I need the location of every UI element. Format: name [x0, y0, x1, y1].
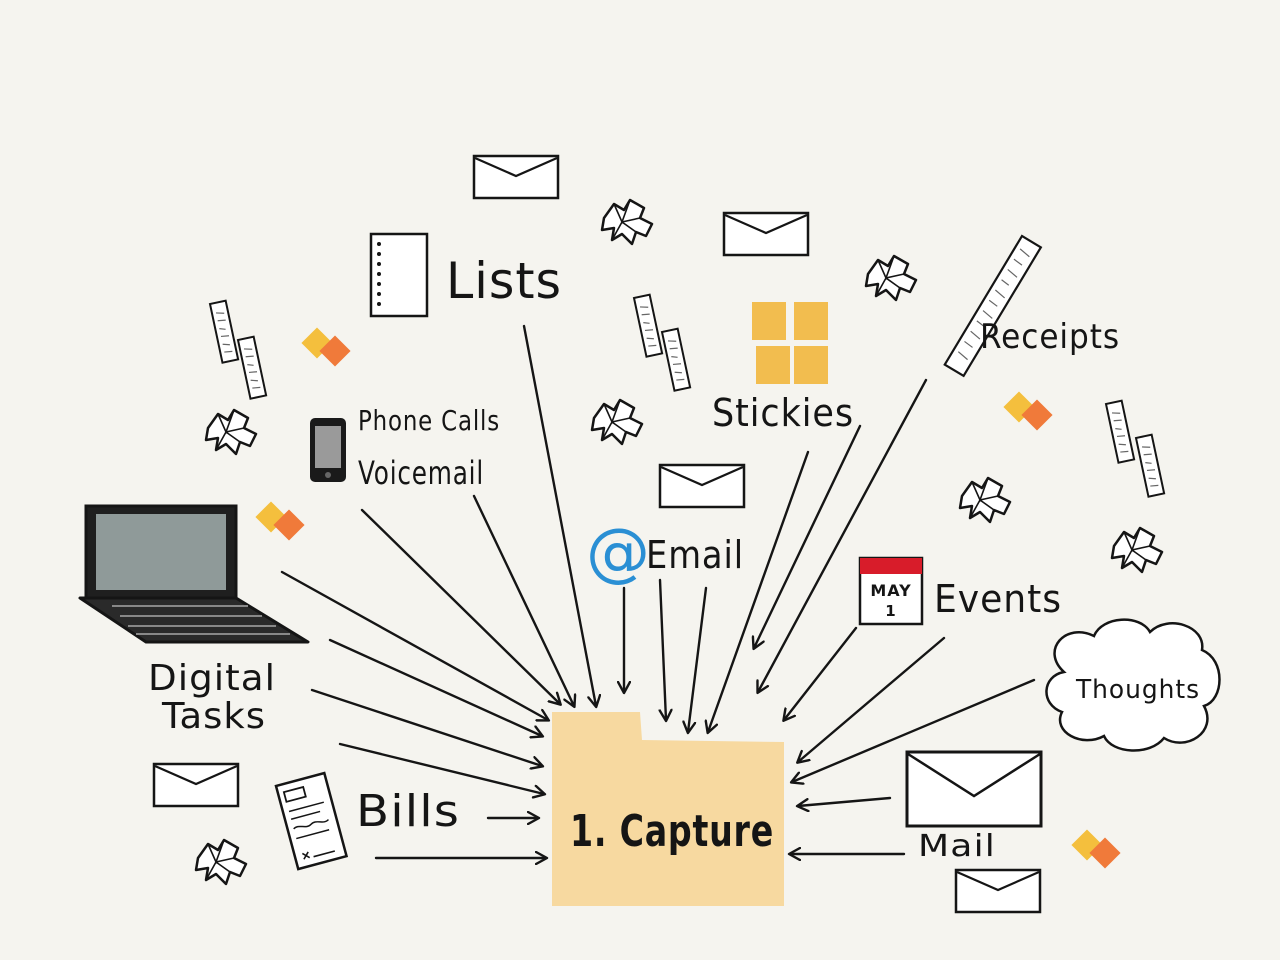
envelope-icon — [658, 463, 746, 509]
mail-label: Mail — [918, 829, 996, 864]
crumpled-paper-icon — [590, 398, 644, 446]
calendar-icon: MAY 1 — [858, 556, 924, 626]
accent-diamond-icon — [255, 501, 305, 541]
envelope-icon — [472, 154, 560, 200]
arrow-digital-tasks-4 — [338, 742, 544, 794]
phone-calls-label: Phone Calls — [358, 404, 500, 437]
calendar-month: MAY — [870, 581, 911, 600]
arrow-receipts — [758, 378, 928, 692]
bills-label: Bills — [356, 786, 460, 837]
arrow-email-3 — [688, 586, 708, 732]
arrow-thoughts — [792, 678, 1036, 782]
at-sign-icon: @ — [586, 516, 651, 590]
receipt-icon — [209, 299, 268, 400]
capture-folder: 1. Capture — [552, 712, 784, 906]
accent-diamond-icon — [1003, 391, 1053, 431]
arrow-email-2 — [660, 578, 666, 720]
thought-cloud-icon — [1045, 618, 1221, 752]
receipt-icon — [633, 293, 692, 392]
email-label: Email — [646, 533, 744, 577]
phone-icon — [310, 418, 346, 482]
arrow-phone-calls — [360, 508, 560, 704]
crumpled-paper-icon — [600, 198, 654, 246]
mail-envelope-icon — [905, 750, 1043, 828]
crumpled-paper-icon — [204, 408, 258, 456]
envelope-icon — [152, 762, 240, 808]
events-label: Events — [934, 577, 1062, 621]
arrow-events-1 — [784, 626, 858, 720]
arrow-digital-tasks-3 — [310, 688, 542, 766]
arrow-digital-tasks-1 — [280, 570, 548, 720]
stickies-label: Stickies — [712, 391, 854, 435]
arrow-digital-tasks-2 — [328, 638, 542, 736]
tasks-label: Tasks — [161, 696, 266, 737]
receipts-label: Receipts — [980, 317, 1120, 357]
arrow-voicemail — [472, 494, 574, 706]
laptop-icon — [78, 504, 310, 644]
calendar-day: 1 — [885, 602, 896, 620]
lists-label: Lists — [446, 252, 562, 310]
receipt-icon — [1105, 399, 1166, 498]
envelope-icon — [722, 211, 810, 257]
crumpled-paper-icon — [1110, 526, 1164, 574]
arrow-mail-1 — [798, 796, 892, 806]
long-receipt-icon — [943, 234, 1043, 378]
crumpled-paper-icon — [958, 476, 1012, 524]
envelope-icon — [954, 868, 1042, 914]
digital-label: Digital — [148, 658, 276, 699]
accent-diamond-icon — [1071, 829, 1121, 869]
accent-diamond-icon — [301, 327, 351, 367]
arrow-lists — [522, 324, 596, 706]
sticky-notes-icon — [752, 302, 828, 384]
arrow-stickies-1 — [708, 450, 810, 732]
crumpled-paper-icon — [864, 254, 918, 302]
arrow-stickies-2 — [754, 424, 862, 648]
arrow-events-2 — [798, 636, 946, 762]
capture-label: 1. Capture — [570, 806, 774, 857]
notepad-icon — [369, 232, 429, 318]
folder-icon — [552, 712, 784, 906]
crumpled-paper-icon — [194, 838, 248, 886]
bill-icon — [274, 771, 349, 871]
thoughts-label: Thoughts — [1075, 675, 1200, 705]
voicemail-label: Voicemail — [358, 454, 484, 492]
